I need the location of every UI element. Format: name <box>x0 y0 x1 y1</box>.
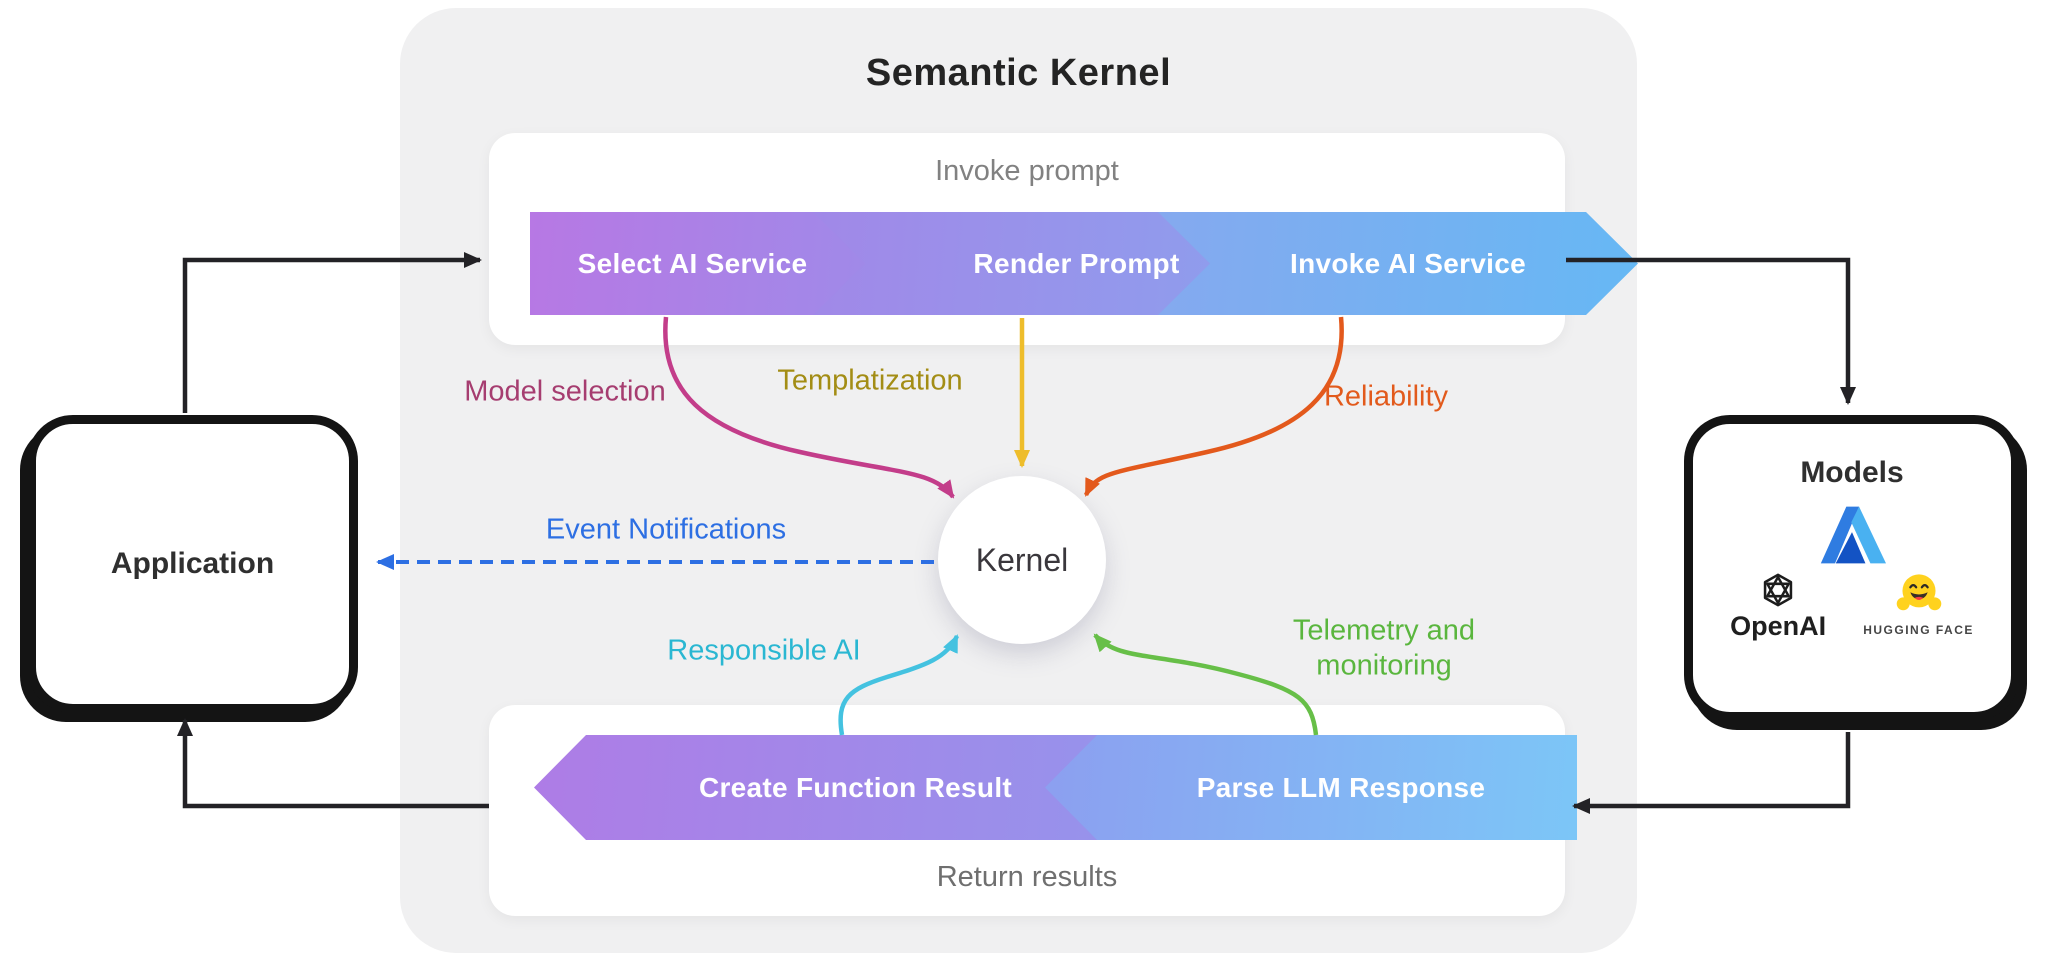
openai-logo: OpenAI <box>1730 572 1826 642</box>
step-label: Render Prompt <box>973 247 1180 279</box>
huggingface-label: HUGGING FACE <box>1863 623 1974 637</box>
annotation-templatization: Templatization <box>777 364 963 397</box>
models-title: Models <box>1800 456 1904 489</box>
step-label: Parse LLM Response <box>1196 771 1486 803</box>
page-title: Semantic Kernel <box>865 52 1172 94</box>
application-node: Application <box>27 415 358 713</box>
provider-row: OpenAI HUGGING FACE <box>1693 572 2011 642</box>
azure-logo-icon <box>1818 500 1886 570</box>
application-label: Application <box>110 547 275 580</box>
kernel-label: Kernel <box>975 541 1069 578</box>
annotation-event-notifications: Event Notifications <box>545 513 787 546</box>
huggingface-logo: HUGGING FACE <box>1863 572 1974 637</box>
step-label: Invoke AI Service <box>1290 247 1526 279</box>
annotation-responsible-ai: Responsible AI <box>667 634 861 667</box>
huggingface-emoji-icon <box>1896 572 1942 619</box>
return-results-caption: Return results <box>936 861 1118 893</box>
kernel-node: Kernel <box>938 476 1106 644</box>
invoke-prompt-caption: Invoke prompt <box>935 155 1119 187</box>
annotation-telemetry-monitoring: Telemetry and monitoring <box>1292 614 1476 682</box>
models-node: Models OpenAI <box>1684 415 2020 721</box>
annotation-reliability: Reliability <box>1323 380 1449 413</box>
step-label: Create Function Result <box>698 771 1013 803</box>
step-invoke-ai-service: Invoke AI Service <box>1158 212 1638 315</box>
annotation-model-selection: Model selection <box>464 375 666 408</box>
openai-flower-icon <box>1760 572 1796 613</box>
openai-label: OpenAI <box>1730 611 1827 641</box>
step-parse-llm-response: Parse LLM Response <box>1045 735 1577 840</box>
step-label: Select AI Service <box>577 247 808 279</box>
